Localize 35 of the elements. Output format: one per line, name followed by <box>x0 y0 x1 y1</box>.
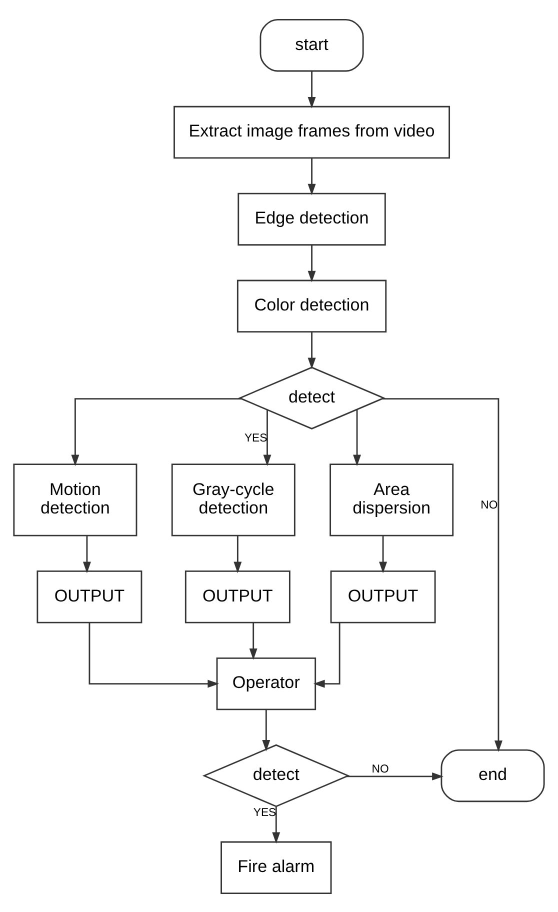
node-box: end <box>440 748 545 802</box>
node-box: OUTPUT <box>330 570 436 623</box>
arrow <box>353 409 362 466</box>
node-box: OUTPUT <box>184 570 290 623</box>
arrow <box>382 398 502 752</box>
node-box: Gray-cycle detection <box>171 463 296 536</box>
arrow <box>346 772 444 780</box>
node-box: OUTPUT <box>36 570 142 623</box>
arrow <box>308 70 316 108</box>
arrow <box>308 244 316 282</box>
node-box: Color detection <box>236 279 387 332</box>
edge-label: NO <box>480 498 498 511</box>
node-box: Extract image frames from video <box>174 105 450 158</box>
arrow <box>263 409 272 466</box>
arrow <box>272 806 280 844</box>
arrow <box>234 536 242 573</box>
arrow <box>308 332 316 369</box>
node-box: Area dispersion <box>330 463 454 536</box>
node-diamond: detect <box>238 366 386 429</box>
arrow <box>262 709 270 751</box>
edge-label: NO <box>372 763 389 776</box>
node-box: Fire alarm <box>220 840 332 894</box>
node-box: start <box>260 18 364 72</box>
node-box: Motion detection <box>13 463 138 536</box>
arrow <box>71 398 242 466</box>
node-box: Operator <box>216 656 316 710</box>
edge-label: YES <box>253 806 276 819</box>
node-diamond: detect <box>202 744 350 807</box>
node-box: Edge detection <box>238 192 386 246</box>
arrow <box>88 622 220 688</box>
arrow <box>379 536 388 573</box>
arrow <box>82 536 91 573</box>
arrow <box>308 158 316 195</box>
arrow <box>313 622 340 688</box>
arrow <box>249 622 258 660</box>
